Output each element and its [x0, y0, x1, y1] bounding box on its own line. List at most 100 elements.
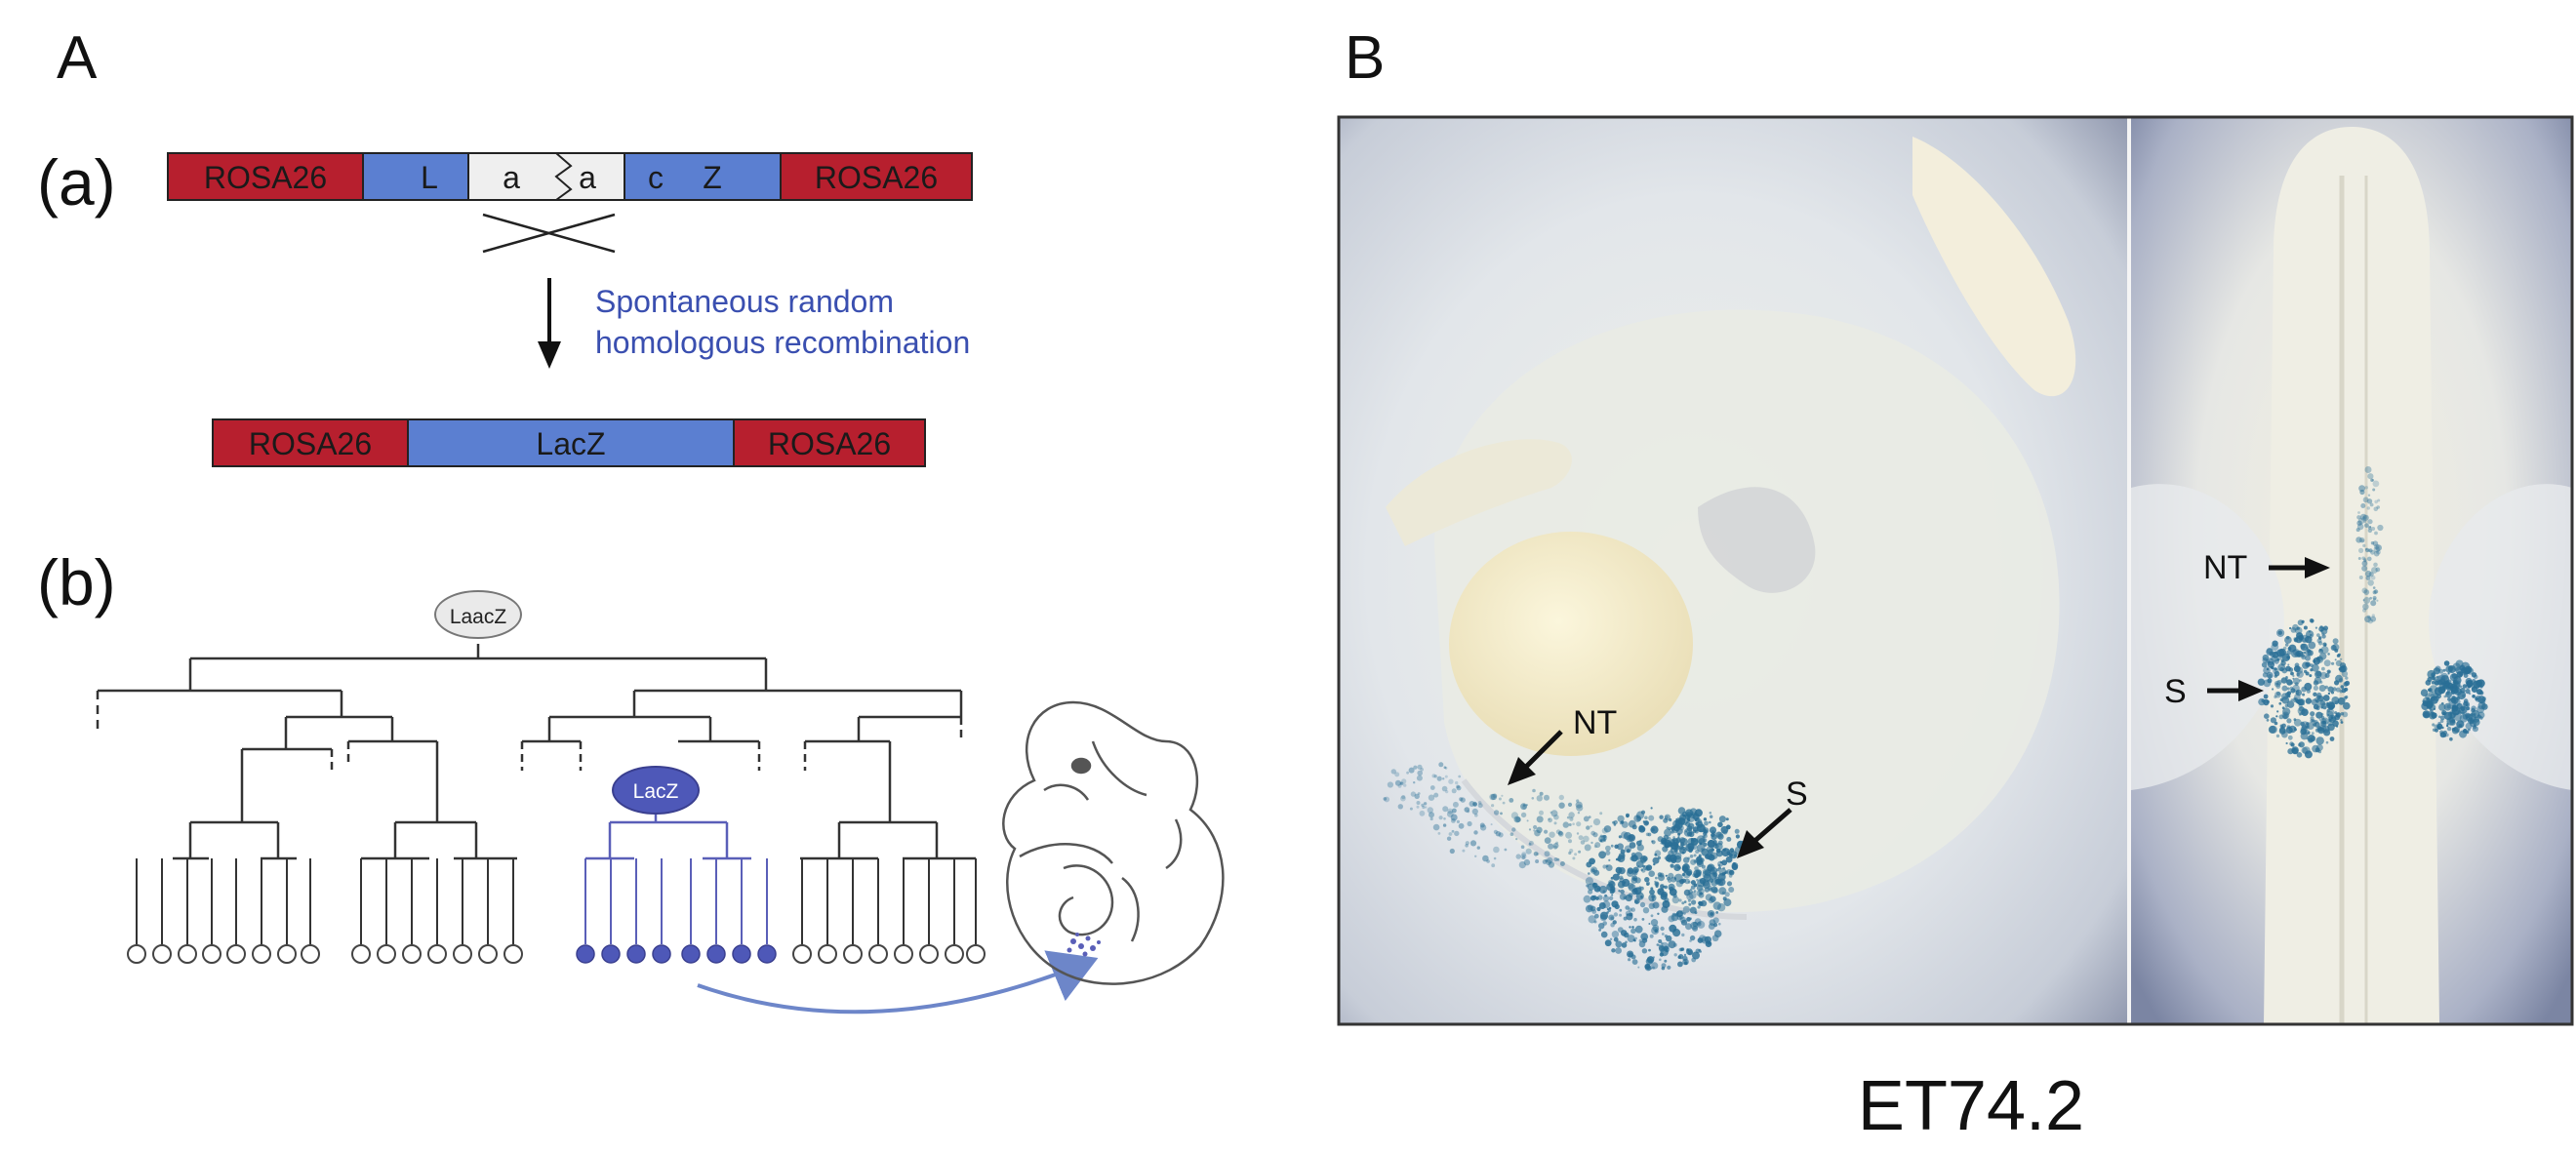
stain-dot	[1687, 817, 1690, 821]
stain-dot	[1659, 958, 1662, 962]
construct-bottom: ROSA26 LacZ ROSA26	[212, 418, 926, 467]
stain-dot	[2366, 498, 2373, 504]
stain-dot	[2278, 714, 2284, 720]
stain-dot	[1664, 828, 1672, 837]
stain-dot	[2445, 691, 2452, 698]
stain-dot	[2447, 672, 2450, 675]
stain-dot	[2472, 726, 2478, 733]
stain-dot	[1694, 829, 1699, 834]
leaf-cell	[503, 944, 523, 964]
stain-dot	[2356, 515, 2361, 520]
stain-dot	[2273, 667, 2279, 675]
stain-dot	[1692, 921, 1698, 928]
stain-dot	[1515, 816, 1521, 822]
stain-dot	[1542, 859, 1548, 864]
stain-dot	[1465, 841, 1469, 846]
stain-dot	[1626, 849, 1630, 854]
stain-dot	[2366, 615, 2371, 619]
stain-dot	[2363, 519, 2367, 523]
stain-dot	[1699, 950, 1703, 953]
stain-dot	[2435, 676, 2439, 679]
stain-dot	[1528, 828, 1532, 831]
stain-dot	[1602, 864, 1607, 869]
stain-dot	[1490, 823, 1493, 826]
stain-dot	[2314, 720, 2318, 724]
stain-dot	[1645, 864, 1653, 871]
stain-dot	[1627, 950, 1634, 958]
stain-dot	[1646, 883, 1650, 886]
stain-dot	[1422, 805, 1426, 810]
stain-dot	[2275, 734, 2280, 738]
stain-dot	[1689, 935, 1696, 941]
stain-dot	[2313, 692, 2317, 696]
leaf-cell	[277, 944, 297, 964]
stain-dot	[1553, 814, 1559, 820]
stain-dot	[2363, 557, 2367, 562]
stain-dot	[1416, 805, 1420, 809]
stain-dot	[2364, 547, 2370, 553]
panel-b-label: B	[1345, 24, 1385, 92]
crossover-icon	[482, 213, 616, 254]
stain-dot	[1486, 859, 1490, 863]
stain-dot	[2267, 678, 2273, 684]
stain-dot	[1710, 815, 1713, 818]
stain-dot	[1592, 832, 1598, 838]
stain-dot	[1454, 830, 1460, 837]
stain-dot	[2331, 661, 2335, 665]
stain-dot	[1707, 839, 1715, 848]
leaf-cell	[202, 944, 221, 964]
stain-dot	[1431, 774, 1436, 778]
stain-dot	[2314, 626, 2317, 629]
leaf-cell	[919, 944, 939, 964]
stain-dot	[2340, 719, 2343, 722]
stain-dot	[1601, 827, 1608, 834]
stain-dot	[1491, 804, 1495, 808]
stain-dot	[1679, 837, 1686, 844]
stain-dot	[1490, 793, 1498, 801]
stain-dot	[1442, 823, 1447, 827]
stain-dot	[1539, 810, 1544, 816]
stain-dot	[1694, 809, 1703, 817]
stain-dot	[1703, 868, 1710, 875]
stain-dot	[1667, 876, 1670, 881]
stain-dot	[1692, 925, 1699, 932]
stain-dot	[2287, 748, 2294, 755]
stain-dot	[1643, 820, 1649, 826]
stain-dot	[2321, 702, 2328, 709]
stain-dot	[1449, 848, 1455, 855]
stain-dot	[1548, 843, 1554, 850]
stain-dot	[1610, 922, 1615, 928]
stain-dot	[2445, 733, 2449, 737]
stain-dot	[2321, 725, 2330, 734]
stain-dot	[2292, 674, 2295, 678]
stain-dot	[1548, 817, 1550, 820]
stain-dot	[1651, 840, 1656, 845]
stain-dot	[1694, 866, 1699, 871]
stain-dot	[1649, 889, 1655, 895]
stain-dot	[2344, 680, 2351, 687]
stain-dot	[2374, 499, 2378, 504]
stain-dot	[1660, 926, 1665, 932]
construct-top-seg-5: c	[648, 160, 664, 195]
stain-dot	[2435, 665, 2441, 672]
stain-dot	[1665, 855, 1672, 862]
stain-dot	[1587, 883, 1595, 891]
leaf-cell	[351, 944, 371, 964]
stain-dot	[1644, 964, 1652, 972]
recombination-text-line-2: homologous recombination	[595, 325, 970, 360]
stain-dot	[2443, 660, 2450, 666]
stain-dot	[1528, 843, 1532, 846]
stain-dot	[2321, 632, 2325, 636]
stain-dot	[2476, 705, 2485, 714]
stain-dot	[1717, 873, 1726, 881]
stain-dot	[1428, 794, 1435, 801]
stain-dot	[2270, 717, 2276, 724]
stain-dot	[2313, 680, 2319, 686]
lineage-tree	[96, 644, 976, 860]
stain-dot	[1631, 855, 1639, 862]
stain-dot	[1668, 940, 1676, 949]
stain-dot	[2372, 586, 2376, 589]
leaf-cells	[127, 858, 986, 964]
stain-dot	[1726, 836, 1732, 842]
stain-dot	[2319, 680, 2323, 684]
